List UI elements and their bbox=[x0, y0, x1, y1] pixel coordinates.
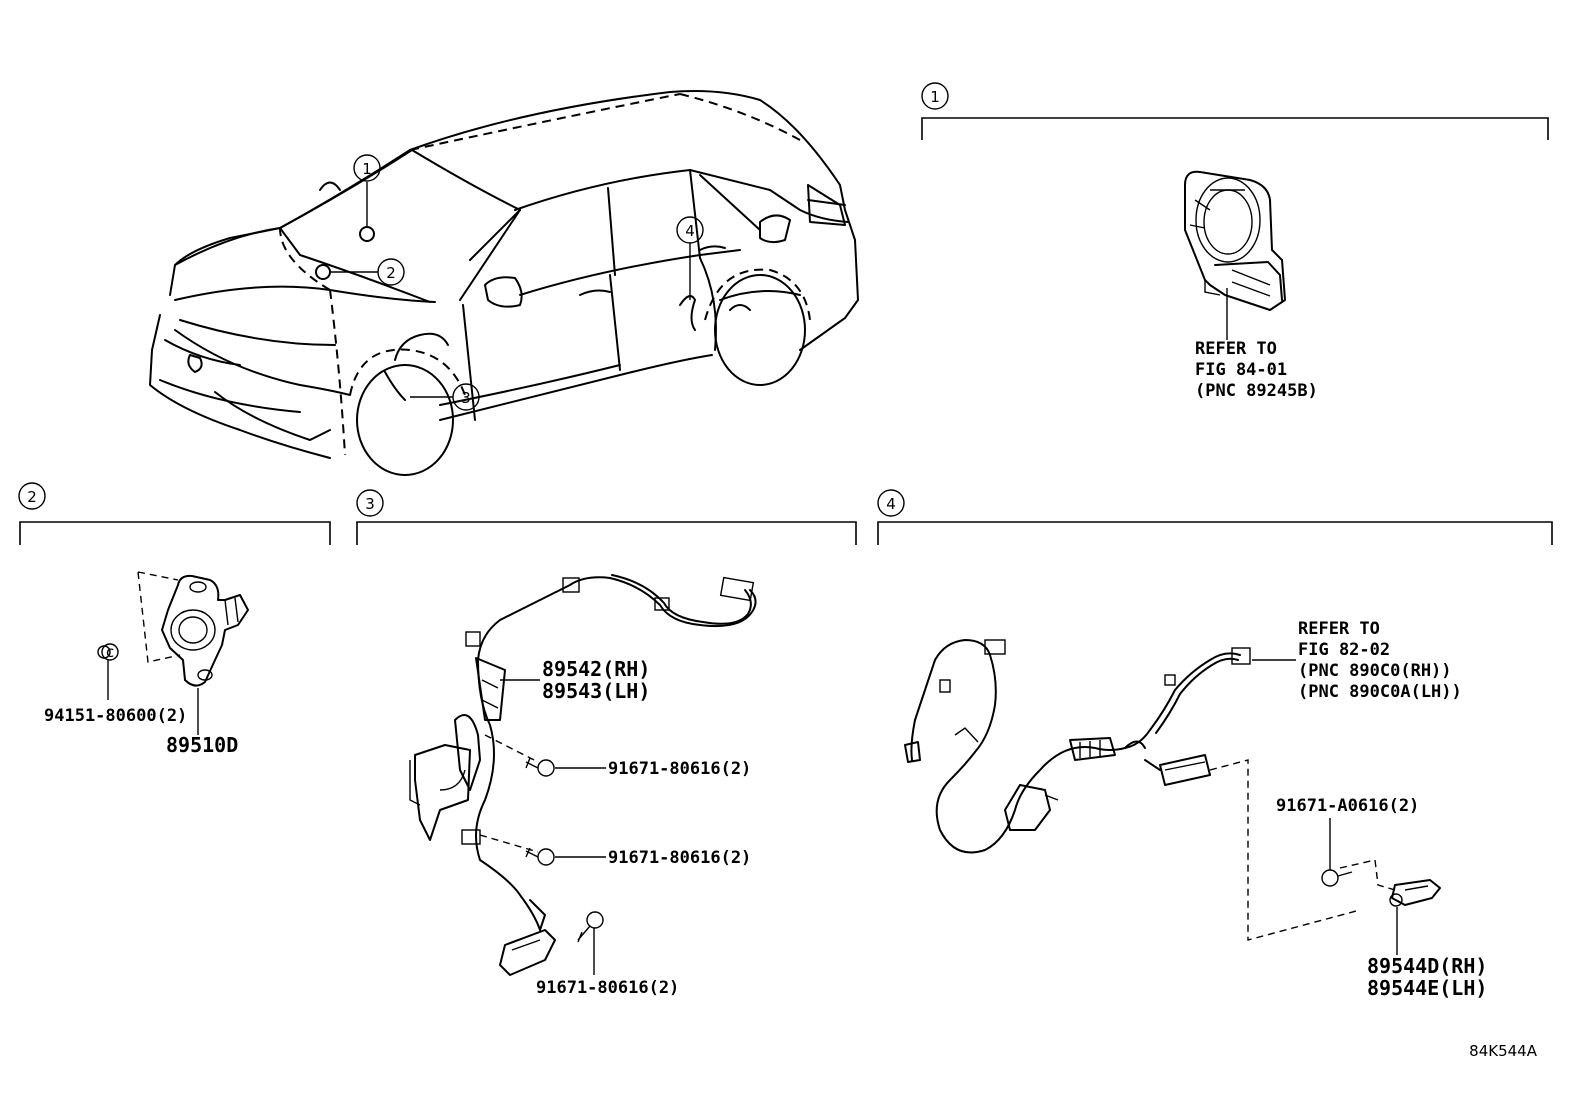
section-1-bracket bbox=[921, 117, 1549, 140]
bolt-94151-label: 94151-80600(2) bbox=[44, 706, 187, 726]
bolt-91671-b-label: 91671-80616(2) bbox=[608, 848, 751, 868]
svg-text:1: 1 bbox=[362, 160, 372, 178]
section-4-refer-line-2: FIG 82-02 bbox=[1298, 640, 1390, 660]
sensor-89544e-lh-label: 89544E(LH) bbox=[1367, 976, 1487, 1000]
bolt-94151: c bbox=[97, 643, 119, 661]
bolt-91671-a0616-label: 91671-A0616(2) bbox=[1276, 796, 1419, 816]
section-4-refer-line-3: (PNC 890C0(RH)) bbox=[1298, 661, 1452, 681]
bolt-91671-a-label: 91671-80616(2) bbox=[608, 759, 751, 779]
section-4-refer-line-4: (PNC 890C0A(LH)) bbox=[1298, 682, 1462, 702]
section-3-marker bbox=[356, 489, 384, 517]
car-callout-2: 2 bbox=[377, 258, 405, 286]
sensor-89544d-rh-label: 89544D(RH) bbox=[1367, 954, 1487, 978]
front-speed-sensor-harness bbox=[409, 574, 757, 976]
sensor-89510d-label: 89510D bbox=[166, 733, 238, 757]
section-2: 2 c 94151-80600(2) 89510D bbox=[18, 482, 331, 757]
car-callout-3: 3 bbox=[452, 383, 480, 411]
section-4-bracket bbox=[877, 521, 1553, 545]
rear-speed-sensor bbox=[1389, 879, 1441, 907]
section-2-bracket bbox=[19, 521, 331, 545]
section-1-marker bbox=[921, 82, 949, 110]
svg-text:1: 1 bbox=[930, 88, 940, 106]
svg-text:2: 2 bbox=[27, 488, 37, 506]
section-3: 3 bbox=[356, 489, 857, 998]
figure-code: 84K544A bbox=[1469, 1042, 1538, 1060]
svg-text:2: 2 bbox=[386, 264, 396, 282]
section-2-marker bbox=[18, 482, 46, 510]
bolt-91671-a bbox=[525, 757, 555, 777]
svg-text:4: 4 bbox=[685, 222, 695, 240]
section-4-marker bbox=[877, 489, 905, 517]
vehicle-illustration bbox=[149, 90, 859, 476]
section-4: 4 bbox=[877, 489, 1553, 1000]
harness-89543-lh-label: 89543(LH) bbox=[542, 679, 650, 703]
section-1-refer-line-3: (PNC 89245B) bbox=[1195, 381, 1318, 401]
bolt-91671-c bbox=[577, 911, 604, 943]
yaw-rate-sensor-module bbox=[1184, 170, 1286, 311]
svg-text:3: 3 bbox=[365, 495, 375, 513]
steering-angle-sensor bbox=[161, 574, 249, 687]
svg-text:4: 4 bbox=[886, 495, 896, 513]
section-4-refer-line-1: REFER TO bbox=[1298, 619, 1380, 639]
svg-text:c: c bbox=[106, 643, 114, 661]
bolt-91671-b bbox=[525, 847, 555, 866]
car-callout-1: 1 bbox=[353, 154, 381, 182]
car-callout-4: 4 bbox=[676, 216, 704, 244]
rear-speed-sensor-harness bbox=[904, 639, 1251, 854]
bolt-91671-c-label: 91671-80616(2) bbox=[536, 978, 679, 998]
svg-text:3: 3 bbox=[461, 389, 471, 407]
section-1-refer-line-1: REFER TO bbox=[1195, 339, 1277, 359]
bolt-91671-a0616 bbox=[1321, 869, 1353, 887]
section-3-bracket bbox=[356, 521, 857, 545]
section-1: 1 REFER TO FIG 84-01 (PNC 89245B) bbox=[921, 82, 1549, 401]
harness-89542-rh-label: 89542(RH) bbox=[542, 657, 650, 681]
section-1-refer-line-2: FIG 84-01 bbox=[1195, 360, 1287, 380]
